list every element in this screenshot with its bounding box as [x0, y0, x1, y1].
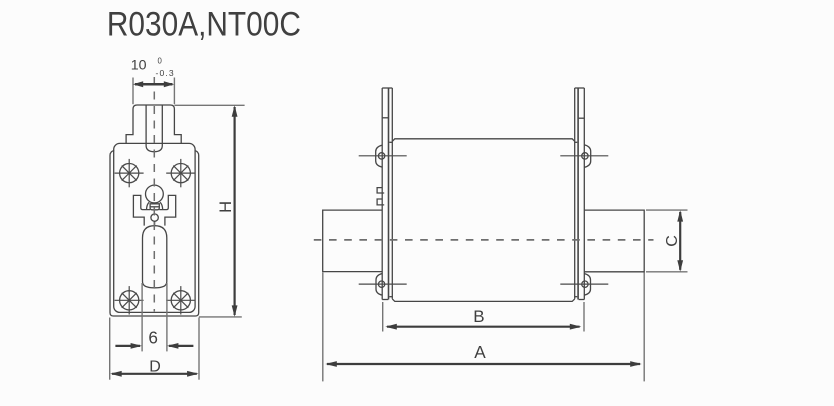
svg-text:0: 0 [158, 57, 163, 66]
svg-text:C: C [664, 235, 681, 247]
svg-text:10: 10 [131, 57, 147, 73]
svg-text:6: 6 [148, 328, 158, 348]
svg-text:R030A,NT00C: R030A,NT00C [107, 6, 301, 44]
svg-text:-0.3: -0.3 [156, 68, 175, 78]
svg-text:A: A [474, 342, 486, 362]
svg-text:B: B [473, 307, 484, 326]
svg-text:D: D [149, 359, 161, 376]
svg-text:H: H [217, 201, 235, 213]
